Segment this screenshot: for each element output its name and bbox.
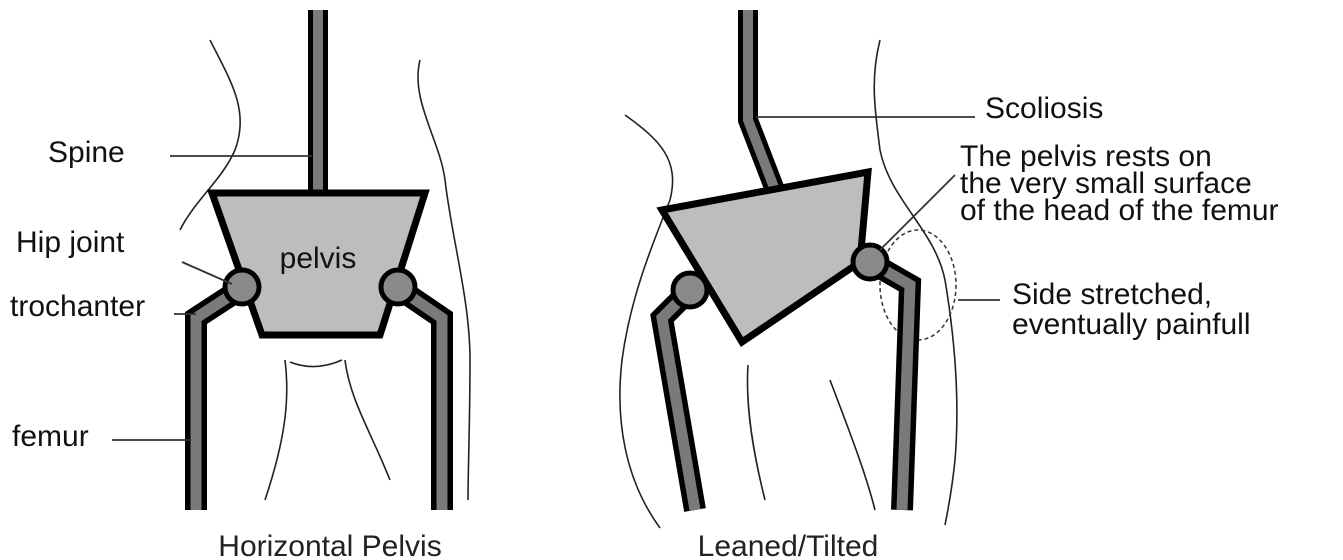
- tilted-left-femur-bone: [662, 290, 695, 510]
- tilted-left-hip-joint: [673, 273, 707, 307]
- tilted-pelvis-figure: Scoliosis The pelvis rests on the very s…: [620, 10, 1279, 560]
- trochanter-label: trochanter: [10, 290, 145, 323]
- left-femur-bone: [196, 288, 242, 510]
- femur-label: femur: [12, 420, 89, 453]
- tilted-pelvis-shape: [662, 172, 868, 342]
- tilted-right-femur-bone: [870, 262, 910, 510]
- side-stretched-line-2: eventually painfull: [1012, 308, 1251, 341]
- horizontal-pelvis-caption: Horizontal Pelvis: [218, 530, 441, 560]
- hip-joint-label: Hip joint: [16, 226, 125, 259]
- tilted-right-hip-joint: [853, 245, 887, 279]
- hip-joint-leader-line: [182, 262, 232, 284]
- spine-label: Spine: [48, 136, 125, 169]
- right-femur-bone: [398, 288, 442, 510]
- left-hip-joint: [225, 270, 259, 304]
- tilted-spine-bone: [748, 10, 775, 190]
- side-stretched-line-1: Side stretched,: [1012, 278, 1212, 311]
- scoliosis-label: Scoliosis: [985, 92, 1103, 125]
- left-legs-outline: [265, 360, 390, 500]
- horizontal-pelvis-figure: pelvis Spine Hip joint trochanter femur …: [10, 10, 470, 560]
- right-legs-outline: [747, 365, 875, 510]
- leaned-tilted-caption: Leaned/Tilted: [698, 530, 879, 560]
- pelvis-rests-label: The pelvis rests on the very small surfa…: [960, 140, 1279, 227]
- pelvis-rests-leader-line: [880, 175, 955, 250]
- side-stretched-label: Side stretched, eventually painfull: [1012, 278, 1251, 341]
- pelvis-label: pelvis: [280, 242, 357, 275]
- pelvis-rests-line-3: of the head of the femur: [960, 194, 1279, 227]
- right-hip-joint: [381, 270, 415, 304]
